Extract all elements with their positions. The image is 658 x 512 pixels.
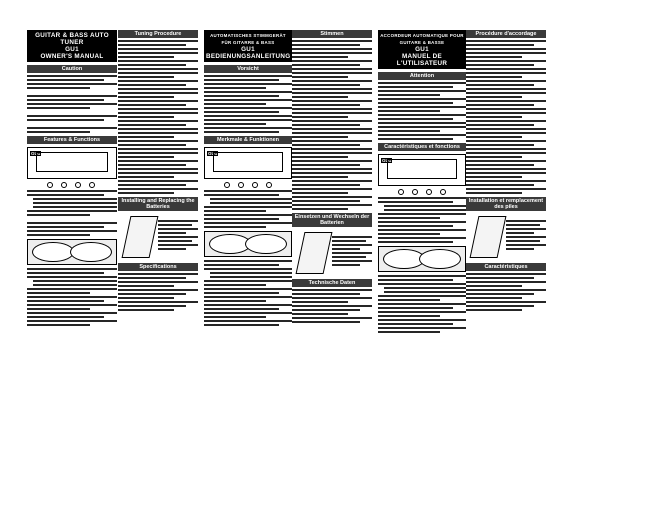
meter-diagram [27,239,117,265]
control-knob [75,182,81,188]
control-knob [238,182,244,188]
section-battery: Installation et remplacement des piles [466,197,546,211]
section-features: Features & Functions [27,136,117,144]
control-knob [266,182,272,188]
control-knob [47,182,53,188]
section-caution: Vorsicht [204,65,292,73]
battery-diagram [118,214,198,260]
tuner-controls [27,182,117,188]
specs-text [292,289,372,323]
tuning-text [466,40,546,194]
tuner-screen [387,159,457,179]
tuner-controls [204,182,292,188]
banner-model: GU1 [415,46,429,53]
meter-left [32,242,74,262]
tuning-text [292,40,372,210]
control-knob [412,189,418,195]
banner-model: GU1 [65,46,79,53]
control-knob [398,189,404,195]
section-battery: Installing and Replacing the Batteries [118,197,198,211]
banner-subtitle: OWNER'S MANUAL [40,53,104,60]
meter-text [27,268,117,326]
features-text [27,190,117,236]
banner-model: GU1 [241,46,255,53]
battery-cover [121,216,159,258]
column-french-procedure: Procédure d'accordage Installation et re… [466,30,546,313]
tuner-diagram: GU1 [378,154,466,186]
control-knob [224,182,230,188]
section-tuning: Procédure d'accordage [466,30,546,38]
meter-text [204,260,292,326]
banner-title: GUITAR & BASS AUTO TUNER [35,32,109,46]
tuner-screen [213,152,283,172]
section-features: Merkmale & Funktionen [204,136,292,144]
battery-cover [295,232,333,274]
section-features: Caractéristiques et fonctions [378,143,466,151]
banner-subtitle: MANUEL DE L'UTILISATEUR [396,53,448,67]
caution-text [27,75,117,133]
section-specs: Caractéristiques [466,263,546,271]
banner-subtitle: BEDIENUNGSANLEITUNG [206,53,291,60]
control-knob [426,189,432,195]
column-french-intro: ACCORDEUR AUTOMATIQUE POUR GUITARE & BAS… [378,30,466,335]
column-english-intro: GUITAR & BASS AUTO TUNER GU1 OWNER'S MAN… [27,30,117,328]
control-knob [440,189,446,195]
specs-text [118,273,198,311]
tuner-screen [36,152,108,172]
caution-text [204,75,292,133]
banner-title: ACCORDEUR AUTOMATIQUE POUR GUITARE & BAS… [380,33,464,45]
section-specs: Technische Daten [292,279,372,287]
column-german-procedure: Stimmen Einsetzen und Wechseln der Batte… [292,30,372,325]
battery-cover [469,216,507,258]
device-label: GU1 [381,158,393,163]
features-text [204,190,292,228]
banner-title: AUTOMATISCHES STIMMGERÄT FÜR GITARRE & B… [210,33,286,45]
section-tuning: Tuning Procedure [118,30,198,38]
manual-banner: GUITAR & BASS AUTO TUNER GU1 OWNER'S MAN… [27,30,117,62]
meter-right [70,242,112,262]
section-battery: Einsetzen und Wechseln der Batterien [292,213,372,227]
control-knob [89,182,95,188]
section-tuning: Stimmen [292,30,372,38]
manual-banner: AUTOMATISCHES STIMMGERÄT FÜR GITARRE & B… [204,30,292,62]
tuner-controls [378,189,466,195]
section-caution: Caution [27,65,117,73]
battery-text [332,236,372,268]
caution-text [378,82,466,140]
column-english-procedure: Tuning Procedure Installing and Replacin… [118,30,198,313]
control-knob [252,182,258,188]
manual-banner: ACCORDEUR AUTOMATIQUE POUR GUITARE & BAS… [378,30,466,69]
column-german-intro: AUTOMATISCHES STIMMGERÄT FÜR GITARRE & B… [204,30,292,328]
meter-right [245,234,287,254]
meter-diagram [378,246,466,272]
section-specs: Specifications [118,263,198,271]
device-label: GU1 [207,151,219,156]
device-label: GU1 [30,151,42,156]
tuner-diagram: GU1 [204,147,292,179]
section-caution: Attention [378,72,466,80]
meter-right [419,249,461,269]
tuning-text [118,40,198,194]
specs-text [466,273,546,311]
battery-text [158,220,198,252]
battery-diagram [466,214,546,260]
features-text [378,197,466,243]
meter-text [378,275,466,333]
control-knob [61,182,67,188]
tuner-diagram: GU1 [27,147,117,179]
battery-text [506,220,546,252]
battery-diagram [292,230,372,276]
meter-diagram [204,231,292,257]
